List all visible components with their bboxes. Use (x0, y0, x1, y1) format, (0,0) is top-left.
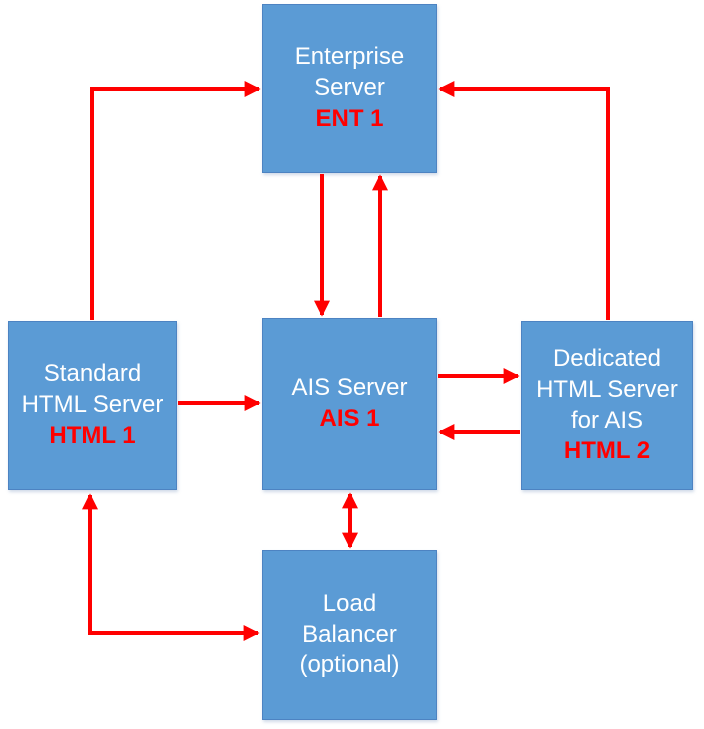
node-id-label: HTML 1 (49, 421, 136, 449)
node-label-line: Balancer (302, 620, 397, 648)
node-label-line: HTML Server (21, 391, 164, 419)
node-label-line: Dedicated (552, 345, 662, 373)
node-label-line: Enterprise (294, 43, 405, 71)
node-label-line: AIS Server (291, 374, 408, 402)
node-label-line: for AIS (570, 406, 644, 434)
node-label-line: (optional) (299, 651, 400, 679)
node-label-line: HTML Server (536, 375, 678, 403)
node-id-label: ENT 1 (315, 104, 384, 132)
node-ais-server: AIS Server AIS 1 (262, 318, 437, 490)
node-dedicated-html-server: Dedicated HTML Server for AIS HTML 2 (521, 321, 693, 490)
connector-html1-lb-bidirectional (82, 493, 260, 641)
node-standard-html-server: Standard HTML Server HTML 1 (8, 321, 177, 490)
node-label-line: Server (314, 74, 385, 102)
node-id-label: HTML 2 (563, 437, 651, 465)
node-load-balancer: Load Balancer (optional) (262, 550, 437, 720)
node-id-label: AIS 1 (319, 405, 380, 432)
connector-html2-to-ent1 (438, 81, 610, 320)
node-enterprise-server: Enterprise Server ENT 1 (262, 4, 437, 173)
connector-html1-to-ent1 (90, 81, 261, 320)
node-label-line: Standard (43, 360, 142, 388)
node-label-line: Load (322, 589, 377, 617)
